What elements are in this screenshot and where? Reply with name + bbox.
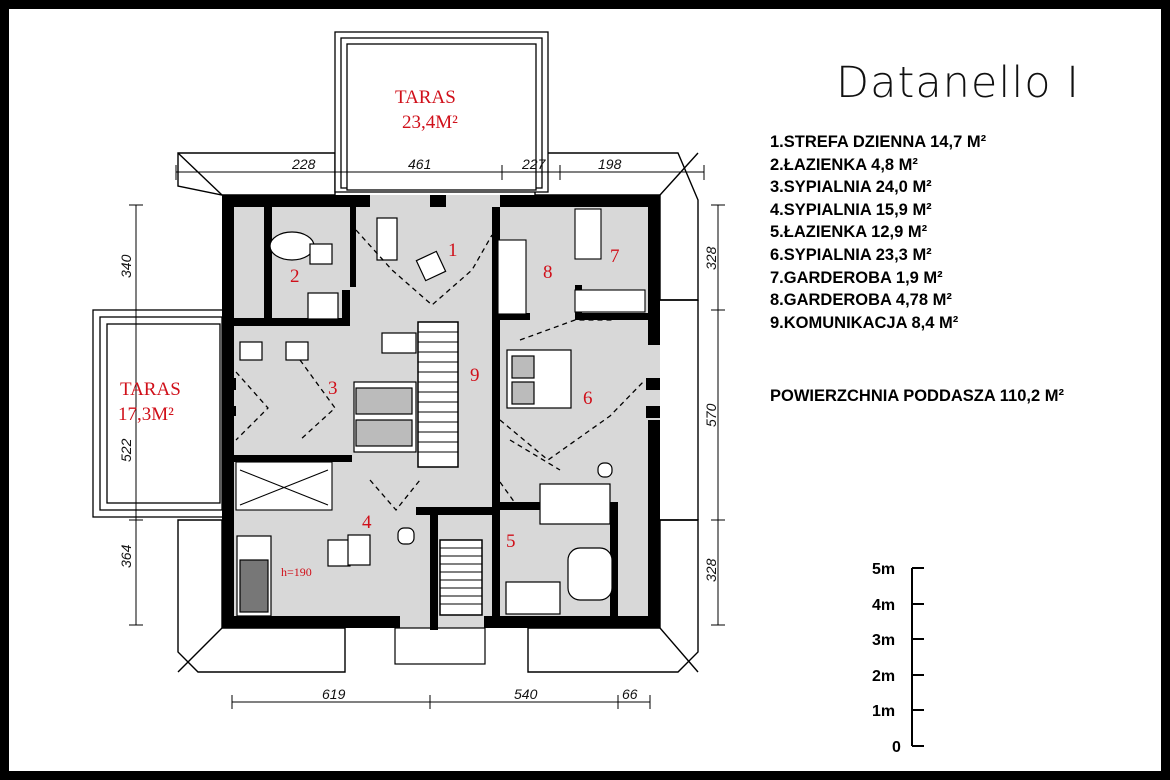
legend-item: 8.GARDEROBA 4,78 M² xyxy=(770,291,952,310)
dimension-labels: 228 461 227 198 619 540 66 340 522 364 3… xyxy=(118,156,719,702)
room-number-6: 6 xyxy=(583,388,593,409)
dim-top-198: 198 xyxy=(598,156,622,172)
terrace-top xyxy=(334,31,549,193)
legend-item: 7.GARDEROBA 1,9 M² xyxy=(770,268,943,287)
project-title: Datanello I xyxy=(836,58,1080,108)
dim-top-461: 461 xyxy=(408,156,431,172)
scale-3m: 3m xyxy=(872,632,895,649)
scale-bar: 5m 4m 3m 2m 1m 0 xyxy=(872,561,924,756)
terrace-left-area: 17,3M² xyxy=(118,404,174,425)
scale-1m: 1m xyxy=(872,703,895,720)
scale-4m: 4m xyxy=(872,597,895,614)
room-number-5: 5 xyxy=(506,531,516,552)
dim-left-522: 522 xyxy=(118,438,134,462)
door-swings xyxy=(235,229,646,512)
legend-item: 3.SYPIALNIA 24,0 M² xyxy=(770,178,932,197)
dim-left-340: 340 xyxy=(118,254,134,278)
dim-right-328-bottom: 328 xyxy=(703,558,719,582)
room-number-2: 2 xyxy=(290,266,300,287)
dim-bottom-619: 619 xyxy=(322,686,346,702)
dim-bottom-540: 540 xyxy=(514,686,538,702)
terrace-top-area: 23,4M² xyxy=(402,112,458,133)
height-note: h=190 xyxy=(281,565,312,579)
scale-2m: 2m xyxy=(872,668,895,685)
dim-bottom-66: 66 xyxy=(622,686,638,702)
dim-right-570: 570 xyxy=(703,403,719,427)
legend-item: 4.SYPIALNIA 15,9 M² xyxy=(770,200,932,219)
dim-top-228: 228 xyxy=(291,156,316,172)
wardrobes xyxy=(235,208,646,511)
legend-item: 1.STREFA DZIENNA 14,7 M² xyxy=(770,133,987,151)
legend-item: 2.ŁAZIENKA 4,8 M² xyxy=(770,155,918,174)
dimension-lines xyxy=(129,165,725,709)
room-legend: 1.STREFA DZIENNA 14,7 M² 2.ŁAZIENKA 4,8 … xyxy=(770,131,986,334)
room-number-3: 3 xyxy=(328,378,338,399)
room-number-1: 1 xyxy=(448,240,458,261)
dim-left-364: 364 xyxy=(118,544,134,568)
staircase xyxy=(417,321,483,616)
room-number-7: 7 xyxy=(610,246,620,267)
exterior-walls xyxy=(222,195,660,628)
dim-top-227: 227 xyxy=(521,156,547,172)
legend-item: 6.SYPIALNIA 23,3 M² xyxy=(770,245,932,264)
scale-0: 0 xyxy=(892,739,901,756)
terrace-top-name: TARAS xyxy=(395,87,456,108)
legend-item: 5.ŁAZIENKA 12,9 M² xyxy=(770,223,928,242)
scale-5m: 5m xyxy=(872,561,895,578)
total-area: POWIERZCHNIA PODDASZA 110,2 M² xyxy=(770,387,1064,405)
room-number-9: 9 xyxy=(470,365,480,386)
room-numbers: 1 2 3 4 5 6 7 8 9 xyxy=(290,240,620,552)
terrace-left-name: TARAS xyxy=(120,379,181,400)
room-number-4: 4 xyxy=(362,512,372,533)
room-number-8: 8 xyxy=(543,262,553,283)
legend-item: 9.KOMUNIKACJA 8,4 M² xyxy=(770,313,959,332)
furniture xyxy=(236,217,613,617)
dim-right-328-top: 328 xyxy=(703,246,719,270)
